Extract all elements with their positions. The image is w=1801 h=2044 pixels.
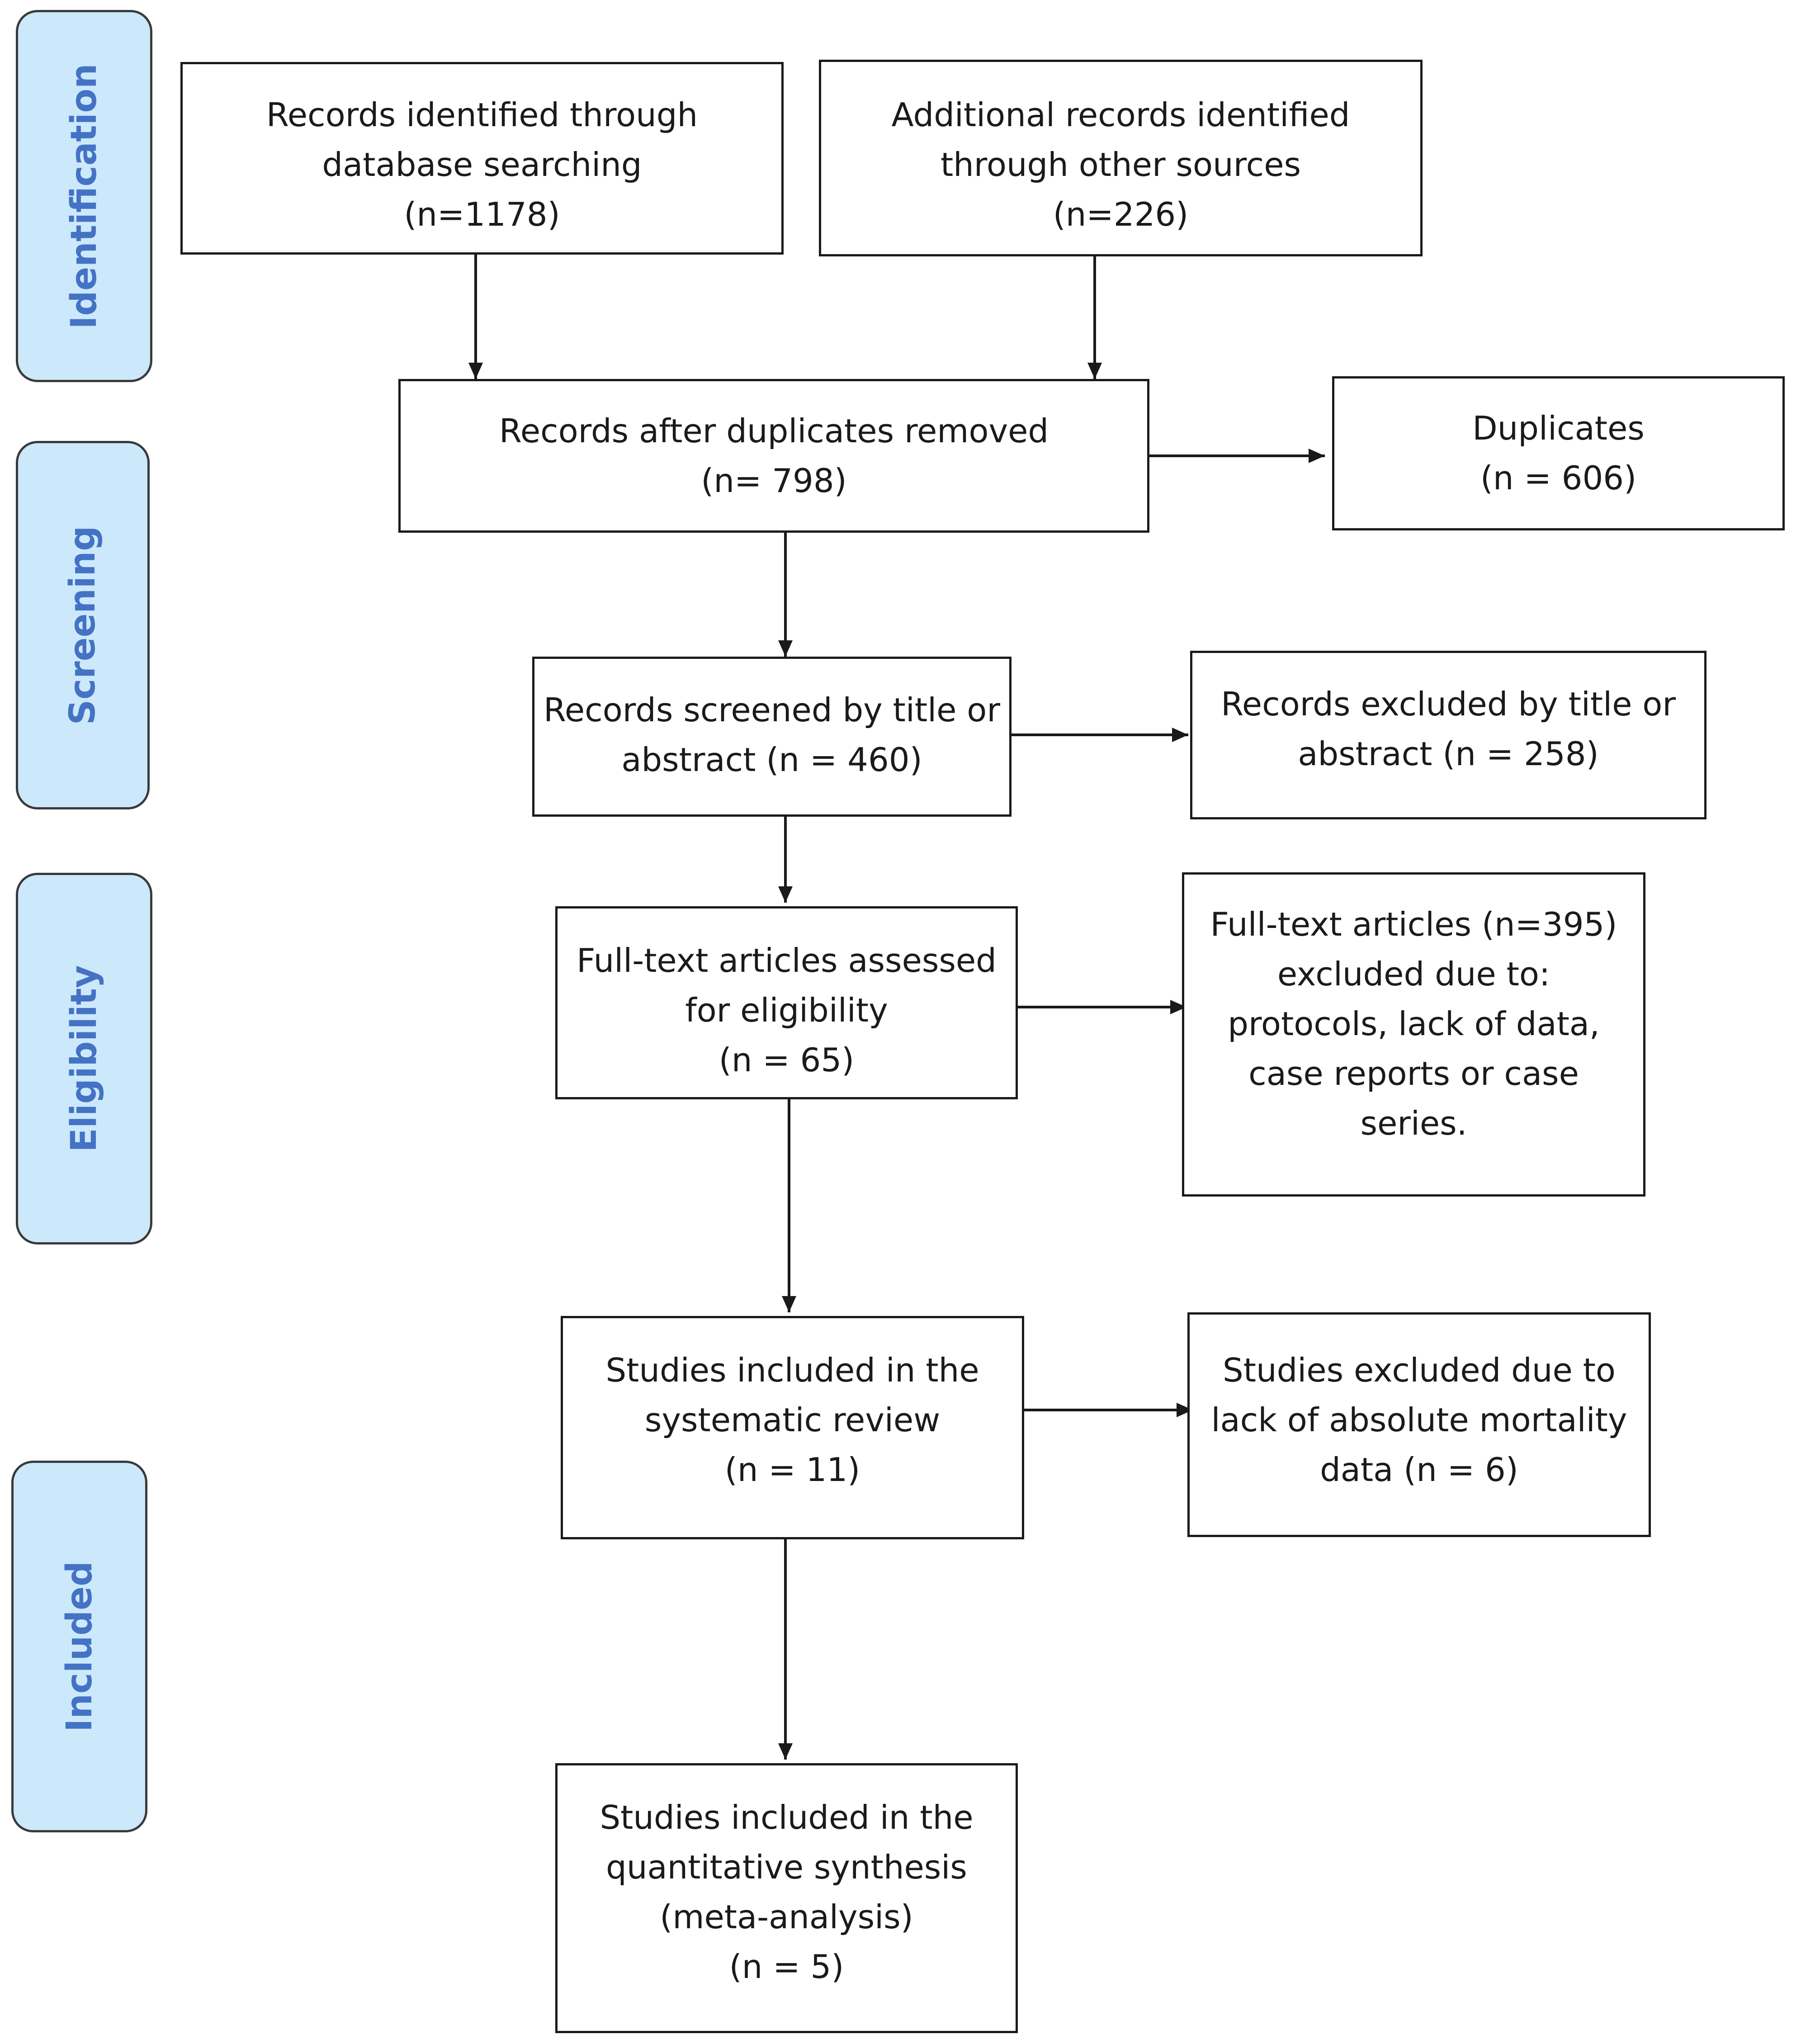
- stage-identification: Identification: [16, 10, 152, 382]
- box-duplicates-line-1: Duplicates: [1472, 409, 1645, 447]
- box-meta-analysis: Studies included in the quantitative syn…: [555, 1763, 1018, 2033]
- box-excluded-screening-line-1: Records excluded by title or: [1221, 685, 1676, 723]
- box-meta-analysis-line-4: (n = 5): [729, 1948, 844, 1986]
- box-meta-analysis-line-1: Studies included in the: [600, 1798, 974, 1836]
- box-excluded-mortality-line-3: data (n = 6): [1320, 1451, 1518, 1489]
- box-screened: Records screened by title or abstract (n…: [532, 657, 1012, 817]
- box-database-records-line-3: (n=1178): [404, 195, 560, 233]
- box-other-records-line-2: through other sources: [940, 146, 1301, 184]
- stage-screening: Screening: [16, 441, 150, 809]
- box-after-duplicates-line-1: Records after duplicates removed: [499, 412, 1049, 450]
- box-duplicates-line-2: (n = 606): [1480, 459, 1637, 497]
- box-screened-line-2: abstract (n = 460): [621, 741, 922, 779]
- box-full-text-excluded-line-2: excluded due to:: [1277, 955, 1550, 993]
- box-excluded-mortality: Studies excluded due to lack of absolute…: [1187, 1312, 1651, 1537]
- box-screened-line-1: Records screened by title or: [544, 691, 1000, 729]
- box-systematic-review-line-1: Studies included in the: [605, 1351, 979, 1389]
- box-systematic-review: Studies included in the systematic revie…: [561, 1316, 1024, 1539]
- box-database-records-line-2: database searching: [322, 146, 642, 184]
- box-full-text-excluded-line-4: case reports or case: [1248, 1055, 1579, 1093]
- box-other-records-line-1: Additional records identified: [891, 96, 1350, 134]
- box-duplicates: Duplicates (n = 606): [1332, 376, 1785, 530]
- box-excluded-screening-line-2: abstract (n = 258): [1298, 735, 1599, 773]
- box-systematic-review-line-3: (n = 11): [724, 1451, 860, 1489]
- box-full-text-excluded-line-1: Full-text articles (n=395): [1210, 905, 1617, 943]
- box-excluded-mortality-line-1: Studies excluded due to: [1223, 1351, 1616, 1389]
- box-full-text-excluded-line-5: series.: [1360, 1104, 1467, 1142]
- box-after-duplicates: Records after duplicates removed (n= 798…: [398, 379, 1149, 533]
- box-database-records-line-1: Records identified through: [266, 96, 698, 134]
- stage-included: Included: [11, 1461, 147, 1832]
- box-full-text-assessed-line-2: for eligibility: [685, 991, 888, 1029]
- stage-eligibility: Eligibility: [16, 873, 152, 1244]
- box-excluded-mortality-line-2: lack of absolute mortality: [1211, 1401, 1627, 1439]
- box-systematic-review-line-2: systematic review: [644, 1401, 941, 1439]
- box-after-duplicates-line-2: (n= 798): [701, 462, 847, 500]
- box-excluded-screening: Records excluded by title or abstract (n…: [1190, 651, 1706, 819]
- box-database-records: Records identified through database sear…: [180, 62, 784, 255]
- box-full-text-assessed: Full-text articles assessed for eligibil…: [555, 906, 1018, 1099]
- box-full-text-excluded: Full-text articles (n=395) excluded due …: [1182, 872, 1645, 1197]
- box-full-text-excluded-line-3: protocols, lack of data,: [1228, 1005, 1600, 1043]
- box-other-records-line-3: (n=226): [1053, 195, 1189, 233]
- box-full-text-assessed-line-1: Full-text articles assessed: [577, 942, 997, 979]
- box-full-text-assessed-line-3: (n = 65): [719, 1041, 855, 1079]
- box-meta-analysis-line-3: (meta-analysis): [660, 1898, 913, 1936]
- box-meta-analysis-line-2: quantitative synthesis: [606, 1848, 967, 1886]
- box-other-records: Additional records identified through ot…: [819, 60, 1423, 256]
